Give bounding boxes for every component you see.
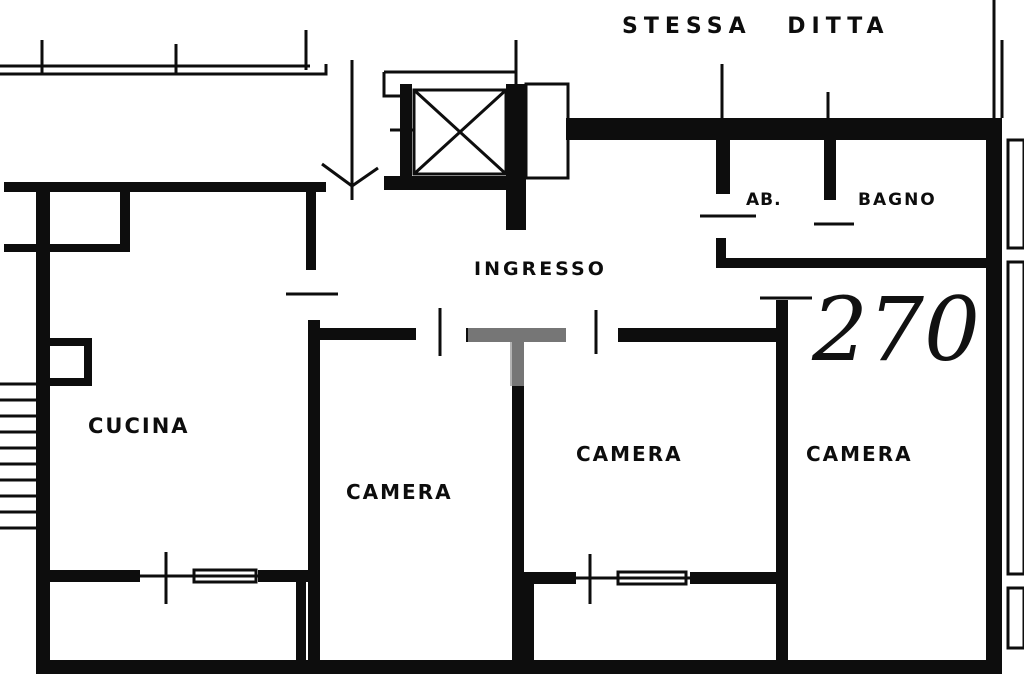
sheet-number: 270 xyxy=(812,278,980,381)
header-note: STESSA DITTA xyxy=(622,14,890,39)
room-label-camera-3: CAMERA xyxy=(806,442,913,466)
room-label-cucina: CUCINA xyxy=(88,414,190,438)
room-label-camera-2: CAMERA xyxy=(576,442,683,466)
walls xyxy=(4,84,1002,674)
watermark xyxy=(468,328,566,386)
room-label-bagno: BAGNO xyxy=(858,190,937,210)
room-label-antibagno: AB. xyxy=(746,190,782,210)
room-label-camera-1: CAMERA xyxy=(346,480,453,504)
outline-strokes xyxy=(0,0,1024,650)
room-label-ingresso: INGRESSO xyxy=(474,258,607,280)
